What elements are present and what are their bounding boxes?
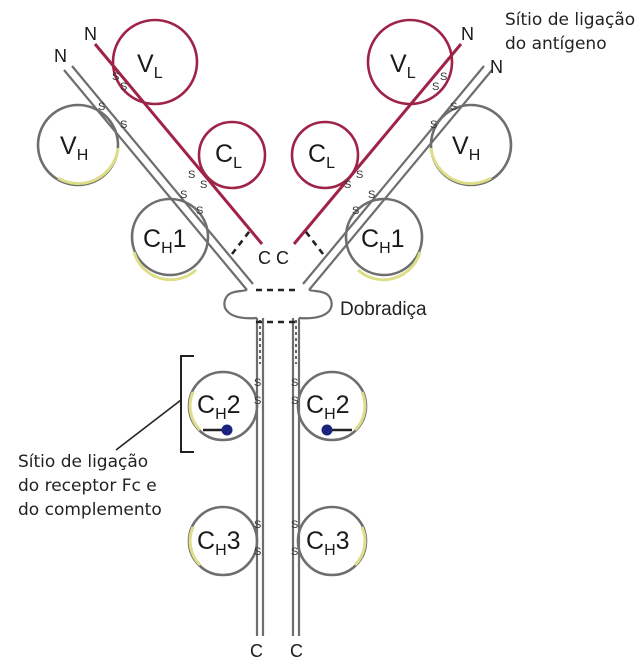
antigen-site-line-1: Sítio de ligação: [505, 10, 636, 30]
hinge-curve-left: [223, 288, 258, 320]
label-ch3-right: CH3: [306, 527, 350, 559]
ss-ch2-left-2: S: [254, 395, 261, 407]
label-ch1-left: CH1: [143, 225, 187, 257]
ss-cl-right-1: S: [356, 169, 363, 181]
ch1-domain-right: [344, 197, 424, 277]
fc-stem: [223, 288, 333, 636]
n-terminus-heavy-right: N: [490, 57, 503, 77]
ss-ch1-right-2: S: [352, 205, 359, 217]
label-vh-left: VH: [60, 132, 88, 164]
domain-labels: VL VL CL CL VH VH CH1 CH1 CH2 CH2 CH3 CH…: [60, 50, 480, 559]
vh-tint-left: [57, 147, 120, 185]
ch1-tint-right: [356, 251, 422, 282]
c-terminus-light-left: C: [258, 248, 271, 268]
ss-cl-left-2: S: [200, 179, 207, 191]
interchain-bonds: [230, 227, 325, 364]
hinge-curve-right: [298, 288, 333, 320]
ch2-tint-left: [188, 391, 202, 432]
label-vh-right: VH: [452, 132, 480, 164]
ss-vh-right-2: S: [430, 119, 437, 131]
ss-ch2-right-1: S: [291, 377, 298, 389]
c-terminus-light-right: C: [276, 248, 289, 268]
light-heavy-bond-right: [301, 227, 325, 255]
ss-cl-right-2: S: [344, 179, 351, 191]
glycan-dot-left: [221, 424, 233, 436]
light-chain-arm-right: [292, 43, 463, 245]
light-heavy-bond-left: [230, 227, 254, 255]
hinge-label: Dobradiça: [340, 299, 427, 320]
ss-ch3-right-2: S: [291, 546, 298, 558]
light-chain-arms: [93, 43, 463, 245]
ss-vl-left-1: S: [112, 71, 119, 83]
antigen-site-label: Sítio de ligação do antígeno: [505, 8, 635, 56]
fc-bracket: [180, 355, 194, 453]
ss-ch2-right-2: S: [291, 395, 298, 407]
ss-ch3-left-2: S: [254, 546, 261, 558]
antigen-site-line-2: do antígeno: [505, 34, 607, 54]
label-ch1-right: CH1: [361, 225, 405, 257]
c-terminus-heavy-left: C: [250, 641, 263, 661]
disulfide-labels: S S S S S S S S S S S S S S S S S S S S …: [98, 71, 457, 558]
vl-domain-right: [366, 18, 454, 106]
light-chain-arm-left: [93, 43, 264, 245]
ch1-domain-left: [130, 197, 210, 277]
n-terminus-heavy-left: N: [54, 46, 67, 66]
fc-leader-line: [115, 399, 182, 451]
label-vl-left: VL: [137, 50, 163, 82]
label-cl-right: CL: [308, 140, 335, 172]
heavy-chain-arm-right-inner: [302, 65, 485, 285]
domain-loops: [36, 18, 513, 577]
glycan-dot-right: [321, 424, 333, 436]
ss-ch3-right-1: S: [291, 519, 298, 531]
cl-domain-left: [197, 120, 267, 190]
vh-tint-right: [429, 147, 492, 185]
ch1-tint-left: [132, 251, 198, 282]
fc-site-line-3: do complemento: [18, 500, 162, 520]
heavy-chain-arm-left-outer: [63, 69, 248, 291]
ss-vl-right-2: S: [432, 81, 439, 93]
c-terminus-heavy-right: C: [290, 641, 303, 661]
label-ch2-right: CH2: [306, 391, 350, 423]
ss-vh-left-1: S: [98, 101, 105, 113]
label-ch2-left: CH2: [197, 391, 241, 423]
fc-site-line-2: do receptor Fc e: [18, 476, 157, 496]
n-terminus-light-right: N: [461, 24, 474, 44]
ss-ch1-left-1: S: [180, 189, 187, 201]
fc-site-label: Sítio de ligação do receptor Fc e do com…: [18, 450, 162, 522]
ss-ch1-left-2: S: [196, 205, 203, 217]
label-vl-right: VL: [390, 50, 416, 82]
glycans: [203, 424, 352, 436]
ss-vl-left-2: S: [120, 81, 127, 93]
label-ch3-left: CH3: [197, 527, 241, 559]
ss-vh-left-2: S: [120, 119, 127, 131]
ss-ch1-right-1: S: [368, 189, 375, 201]
ss-cl-left-1: S: [188, 169, 195, 181]
ch3-tint-right: [353, 526, 367, 567]
label-cl-left: CL: [215, 140, 242, 172]
ch2-tint-right: [353, 391, 367, 432]
ss-vl-right-1: S: [440, 71, 447, 83]
heavy-chain-arm-left-inner: [71, 65, 254, 285]
fc-site-line-1: Sítio de ligação: [18, 452, 149, 472]
ch3-tint-left: [188, 526, 202, 567]
ss-vh-right-1: S: [450, 101, 457, 113]
ss-ch2-left-1: S: [254, 377, 261, 389]
vl-domain-left: [111, 18, 199, 106]
termini: N N N N C C C C: [54, 24, 503, 661]
ss-ch3-left-1: S: [254, 519, 261, 531]
n-terminus-light-left: N: [84, 24, 97, 44]
cl-domain-right: [290, 120, 360, 190]
